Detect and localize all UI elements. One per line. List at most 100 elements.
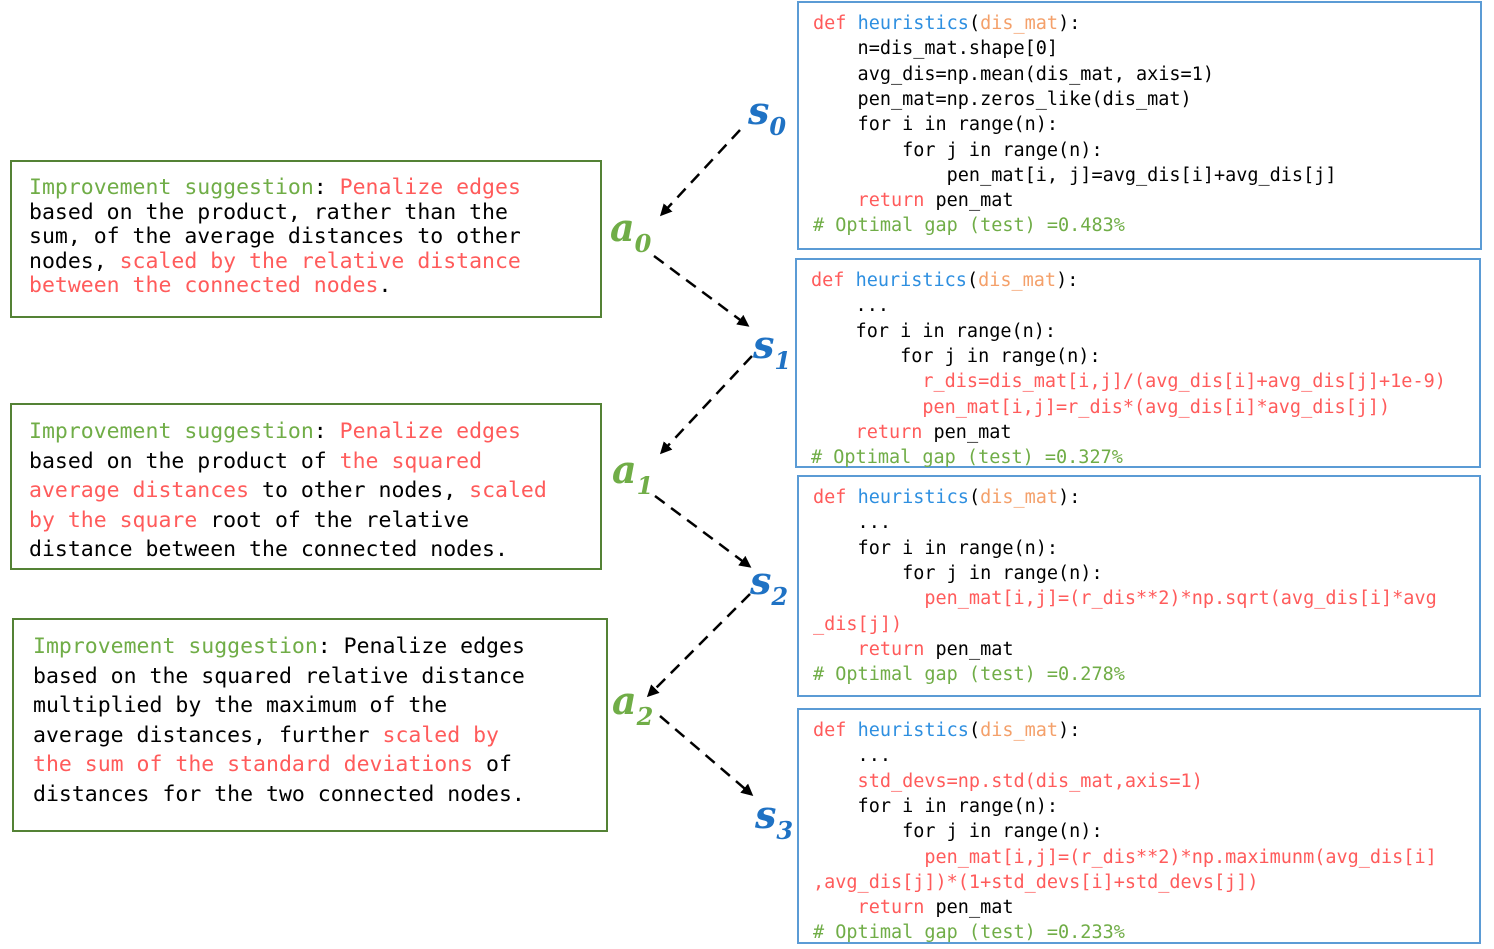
code-token: for j in range(n): xyxy=(813,562,1103,584)
arrow-s2-a2 xyxy=(646,593,751,698)
suggestion-segment: based on the product of xyxy=(29,448,340,474)
suggestion-segment: to other nodes, xyxy=(249,478,470,503)
code-token: # Optimal gap (test) =0.327% xyxy=(811,447,1123,469)
code-token: return xyxy=(813,190,925,212)
code-line: return pen_mat xyxy=(813,895,1014,920)
code-token: heuristics xyxy=(857,720,969,741)
suggestion-line: between the connected nodes. xyxy=(29,273,521,299)
code-token: ( xyxy=(968,13,981,34)
code-line: return pen_mat xyxy=(813,188,1014,213)
code-token: def xyxy=(813,720,858,741)
code-token: ): xyxy=(1058,720,1081,741)
code-token: ... xyxy=(813,512,891,534)
code-token: dis_mat xyxy=(980,487,1059,508)
code-line: # Optimal gap (test) =0.278% xyxy=(813,662,1125,687)
code-token: heuristics xyxy=(857,13,969,34)
code-token: dis_mat xyxy=(978,270,1057,291)
code-line: # Optimal gap (test) =0.327% xyxy=(811,445,1123,470)
suggestion-segment: root of the relative xyxy=(197,507,470,533)
code-token: ( xyxy=(968,487,981,508)
code-token: for j in range(n): xyxy=(813,821,1103,843)
state-label-s0: s0 xyxy=(748,88,787,141)
code-line: def heuristics(dis_mat): xyxy=(813,485,1080,510)
suggestion-line: based on the product, rather than the xyxy=(29,199,521,226)
code-token: heuristics xyxy=(855,270,967,291)
suggestion-segment: . xyxy=(378,273,392,298)
code-block-2: def heuristics(dis_mat): ... for i in ra… xyxy=(797,475,1481,697)
state-label-s3: s3 xyxy=(755,792,794,845)
code-token: return xyxy=(813,897,925,919)
arrow-a0-s1 xyxy=(653,254,750,327)
suggestion-line: average distances, further scaled by xyxy=(33,721,525,751)
code-token: ): xyxy=(1058,13,1081,34)
code-token: pen_mat xyxy=(924,897,1014,919)
suggestion-line: distances for the two connected nodes. xyxy=(33,780,525,810)
code-line: ... xyxy=(813,743,891,768)
code-line: r_dis=dis_mat[i,j]/(avg_dis[i]+avg_dis[j… xyxy=(811,369,1446,394)
suggestion-segment: scaled xyxy=(469,478,547,503)
suggestion-segment: by the square xyxy=(29,507,198,533)
action-label-a2: a2 xyxy=(612,678,654,731)
code-line: pen_mat=np.zeros_like(dis_mat) xyxy=(813,87,1192,112)
code-token: n=dis_mat.shape[0] xyxy=(813,38,1059,60)
suggestion-line: sum, of the average distances to other xyxy=(29,224,521,250)
suggestion-segment: : xyxy=(313,175,340,200)
code-line: def heuristics(dis_mat): xyxy=(813,718,1080,743)
suggestion-segment: : Penalize edges xyxy=(317,634,525,659)
suggestion-segment: Improvement suggestion xyxy=(29,419,314,444)
suggestion-line: Improvement suggestion: Penalize edges xyxy=(29,175,521,201)
code-line: _dis[j]) xyxy=(813,612,902,637)
code-line: n=dis_mat.shape[0] xyxy=(813,36,1059,61)
code-line: def heuristics(dis_mat): xyxy=(813,11,1080,36)
code-token: # Optimal gap (test) =0.483% xyxy=(813,215,1125,237)
code-token: pen_mat xyxy=(922,421,1012,443)
suggestion-segment: based on the squared relative distance xyxy=(33,663,525,689)
suggestion-segment: multiplied by the maximum of the xyxy=(33,693,448,718)
code-line: pen_mat[i,j]=(r_dis**2)*np.maximunm(avg_… xyxy=(813,845,1437,870)
code-token: # Optimal gap (test) =0.233% xyxy=(813,922,1125,944)
code-line: ,avg_dis[j])*(1+std_devs[i]+std_devs[j]) xyxy=(813,870,1259,895)
suggestion-line: the sum of the standard deviations of xyxy=(33,750,525,780)
code-token: std_devs=np.std(dis_mat,axis=1) xyxy=(813,770,1203,792)
code-token: _dis[j]) xyxy=(813,613,903,635)
code-token: pen_mat xyxy=(924,190,1014,212)
suggestion-segment: the sum of the standard deviations xyxy=(33,752,474,777)
suggestion-segment: sum, of the average distances to other xyxy=(29,224,521,249)
code-token: pen_mat[i,j]=(r_dis**2)*np.maximunm(avg_… xyxy=(813,846,1437,868)
code-token: return xyxy=(813,638,925,660)
code-token: ... xyxy=(811,295,889,317)
code-token: for i in range(n): xyxy=(811,320,1057,342)
code-token: for j in range(n): xyxy=(813,139,1103,161)
state-label-s1: s1 xyxy=(753,322,792,375)
code-token: dis_mat xyxy=(980,13,1059,34)
code-line: for i in range(n): xyxy=(813,794,1059,819)
code-token: pen_mat=np.zeros_like(dis_mat) xyxy=(813,88,1192,110)
code-token: ,avg_dis[j])*(1+std_devs[i]+std_devs[j]) xyxy=(813,871,1259,893)
suggestion-line: by the square root of the relative xyxy=(29,506,547,536)
arrow-a2-s3 xyxy=(659,715,754,796)
code-token: for j in range(n): xyxy=(811,345,1101,367)
code-token: for i in range(n): xyxy=(813,795,1059,817)
suggestion-segment: Penalize edges xyxy=(339,175,521,200)
code-line: for j in range(n): xyxy=(813,819,1103,844)
suggestion-segment: scaled by xyxy=(382,722,500,748)
code-token: ( xyxy=(966,270,979,291)
code-line: pen_mat[i, j]=avg_dis[i]+avg_dis[j] xyxy=(813,163,1337,188)
state-label-s2: s2 xyxy=(750,558,789,611)
suggestion-segment: based on the product, rather than the xyxy=(29,199,508,225)
suggestion-segment: Improvement suggestion xyxy=(29,175,314,200)
code-token: pen_mat[i,j]=r_dis*(avg_dis[i]*avg_dis[j… xyxy=(811,396,1391,418)
code-token: avg_dis=np.mean(dis_mat, axis=1) xyxy=(813,63,1214,85)
suggestion-segment: : xyxy=(313,419,340,444)
code-token: dis_mat xyxy=(980,720,1059,741)
code-token: ): xyxy=(1058,487,1081,508)
suggestion-line: distance between the connected nodes. xyxy=(29,535,547,565)
code-token: def xyxy=(813,487,858,508)
code-line: pen_mat[i,j]=(r_dis**2)*np.sqrt(avg_dis[… xyxy=(813,586,1436,611)
